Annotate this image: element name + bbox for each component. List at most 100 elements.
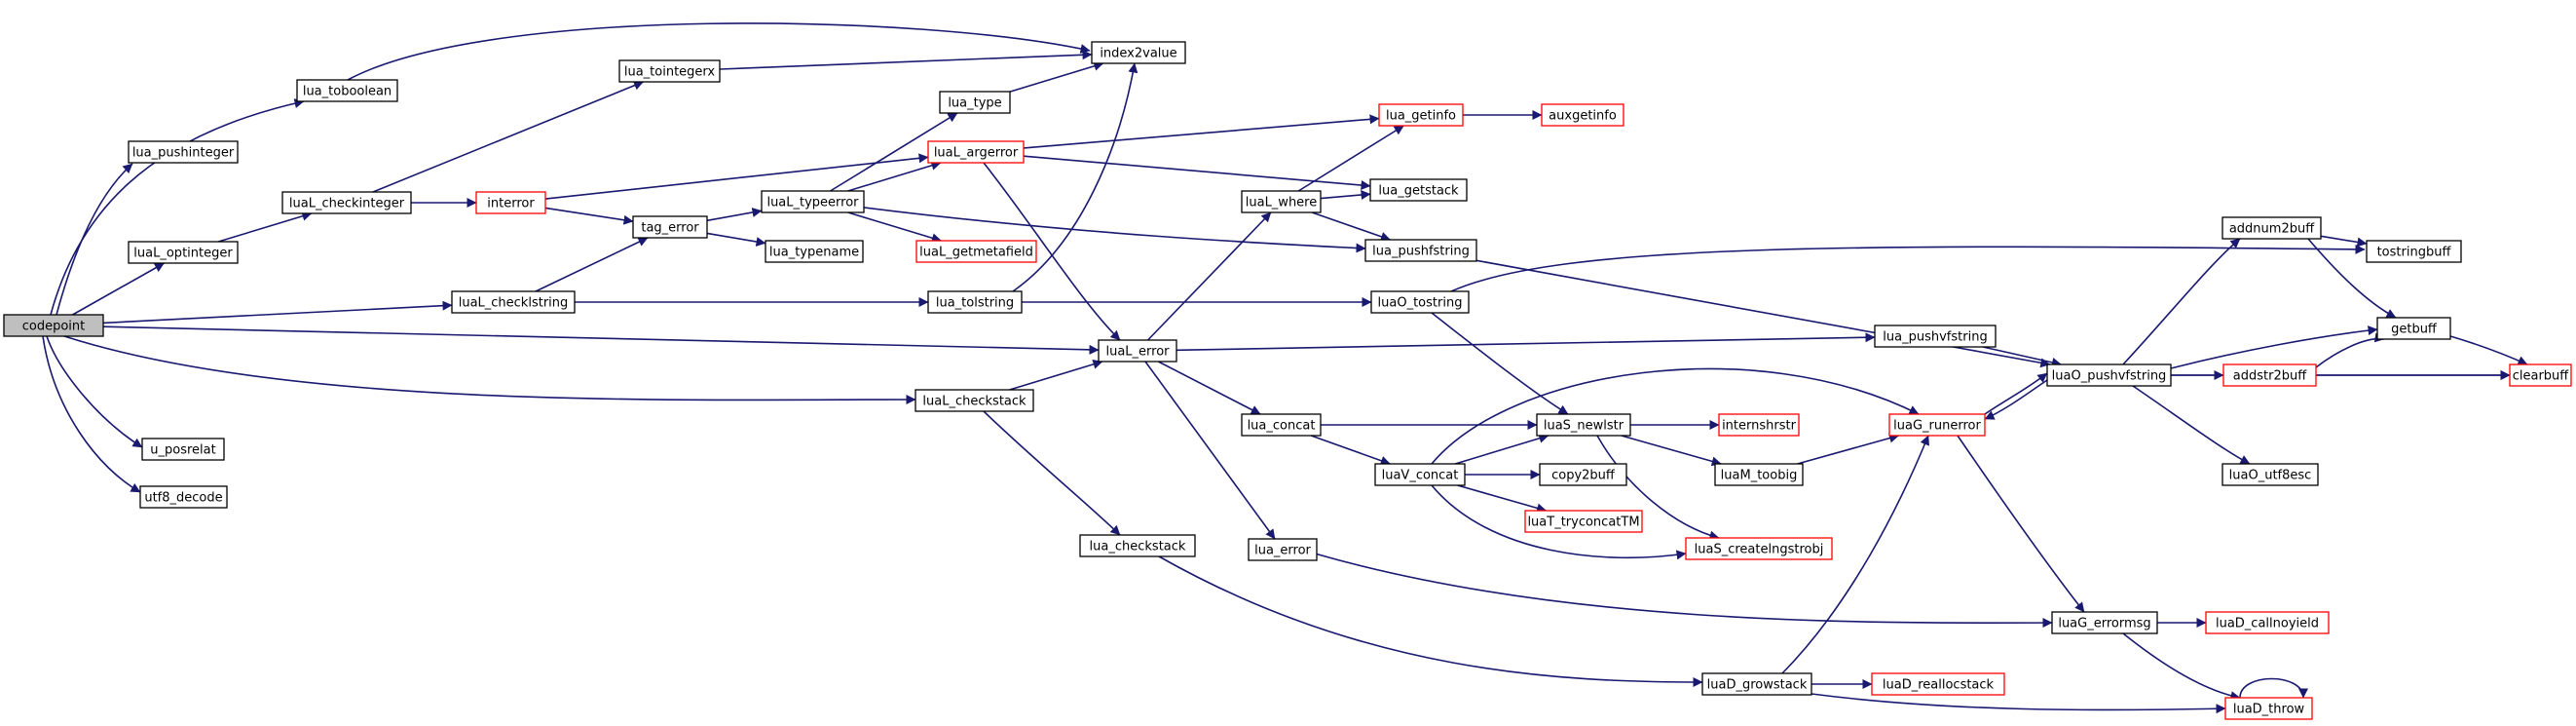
node-box <box>2221 216 2322 240</box>
edge-luaL_typeerror-to-lua_type <box>830 112 958 192</box>
edge-luaL_argerror-to-luaL_error <box>983 162 1121 341</box>
node-u_posrelat[interactable]: u_posrelat <box>141 438 225 461</box>
node-addnum2buff[interactable]: addnum2buff <box>2221 216 2322 240</box>
node-box <box>281 191 412 214</box>
node-luaD_callnoyield[interactable]: luaD_callnoyield <box>2205 611 2330 634</box>
node-box <box>1536 413 1631 437</box>
edge-codepoint-to-luaL_checkstack <box>63 335 916 405</box>
edge-codepoint-to-lua_toboolean <box>50 98 305 316</box>
node-label: lua_checkstack <box>1090 540 1186 554</box>
edge-lua_type-to-index2value <box>1009 60 1104 93</box>
edge-luaL_error-to-lua_pushvfstring <box>1176 332 1876 352</box>
node-lua_toboolean[interactable]: lua_toboolean <box>296 79 398 102</box>
node-box <box>451 290 576 314</box>
edge-luaL_typeerror-to-luaL_argerror <box>847 160 942 192</box>
node-lua_pushinteger[interactable]: lua_pushinteger <box>128 140 239 164</box>
node-luaD_reallocstack[interactable]: luaD_reallocstack <box>1871 672 2005 696</box>
node-clearbuff[interactable]: clearbuff <box>2509 363 2572 387</box>
node-luaV_concat[interactable]: luaV_concat <box>1374 463 1466 486</box>
node-luaL_where[interactable]: luaL_where <box>1241 190 1322 213</box>
edge-luaG_runerror-to-luaG_errormsg <box>1957 435 2085 613</box>
edge-luaO_pushvfstring-to-luaO_utf8esc <box>2132 385 2251 465</box>
node-luaL_error[interactable]: luaL_error <box>1098 339 1177 363</box>
node-box <box>139 485 228 509</box>
node-lua_error[interactable]: lua_error <box>1248 538 1318 561</box>
edge-codepoint-to-luaL_checklstring <box>102 300 453 325</box>
node-luaD_throw[interactable]: luaD_throw <box>2224 697 2313 720</box>
edge-tag_error-to-luaL_typeerror <box>706 208 763 222</box>
edges-layer <box>42 22 2528 714</box>
node-box <box>1091 41 1186 64</box>
node-index2value[interactable]: index2value <box>1091 41 1186 64</box>
node-lua_tolstring[interactable]: lua_tolstring <box>927 290 1023 314</box>
node-getbuff[interactable]: getbuff <box>2376 317 2451 340</box>
edge-luaD_growstack-to-luaD_throw <box>1811 693 2226 714</box>
node-luaL_checkstack[interactable]: luaL_checkstack <box>915 389 1034 412</box>
edge-luaV_concat-to-luaG_runerror <box>1431 367 1920 465</box>
node-internshrstr[interactable]: internshrstr <box>1718 413 1800 437</box>
node-lua_checkstack[interactable]: lua_checkstack <box>1079 534 1196 557</box>
node-lua_pushvfstring[interactable]: lua_pushvfstring <box>1874 325 1997 348</box>
node-box <box>1374 463 1466 486</box>
node-label: lua_tolstring <box>936 296 1014 311</box>
node-label: luaL_argerror <box>934 146 1019 161</box>
node-label: luaD_callnoyield <box>2216 617 2319 631</box>
node-box <box>1524 510 1643 533</box>
node-luaO_pushvfstring[interactable]: luaO_pushvfstring <box>2046 363 2172 387</box>
edge-luaD_throw-to-luaD_throw <box>2239 677 2308 699</box>
node-interror[interactable]: interror <box>475 191 546 214</box>
edge-lua_tolstring-to-index2value <box>1012 62 1139 292</box>
node-tostringbuff[interactable]: tostringbuff <box>2366 240 2462 263</box>
edge-codepoint-to-utf8_decode <box>42 335 141 493</box>
edge-luaG_runerror-to-luaO_pushvfstring <box>1984 372 2048 415</box>
edge-addstr2buff-to-getbuff <box>2315 332 2385 368</box>
node-auxgetinfo[interactable]: auxgetinfo <box>1541 103 1624 127</box>
edge-luaG_errormsg-to-luaD_throw <box>2122 632 2241 702</box>
node-lua_getstack[interactable]: lua_getstack <box>1369 178 1468 202</box>
node-box <box>128 140 239 164</box>
node-luaG_errormsg[interactable]: luaG_errormsg <box>2051 611 2158 634</box>
node-tag_error[interactable]: tag_error <box>632 215 708 239</box>
node-label: lua_pushvfstring <box>1883 330 1987 345</box>
node-box <box>1701 672 1812 696</box>
edge-lua_error-to-luaG_errormsg <box>1314 553 2053 629</box>
node-luaM_toobig[interactable]: luaM_toobig <box>1714 463 1804 486</box>
edge-addnum2buff-to-tostringbuff <box>2320 235 2368 248</box>
node-lua_tointegerx[interactable]: lua_tointegerx <box>618 59 721 83</box>
edge-lua_toboolean-to-index2value <box>347 22 1091 81</box>
node-box <box>1871 672 2005 696</box>
node-luaG_runerror[interactable]: luaG_runerror <box>1888 413 1986 437</box>
node-label: luaG_runerror <box>1893 419 1981 434</box>
node-luaL_typeerror[interactable]: luaL_typeerror <box>761 190 865 213</box>
node-luaL_checkinteger[interactable]: luaL_checkinteger <box>281 191 412 214</box>
node-lua_type[interactable]: lua_type <box>939 91 1011 114</box>
node-box <box>1370 290 1470 314</box>
node-lua_typename[interactable]: lua_typename <box>765 240 864 263</box>
edge-lua_pushfstring-to-luaO_pushvfstring <box>1475 259 2051 368</box>
node-luaO_utf8esc[interactable]: luaO_utf8esc <box>2221 463 2319 486</box>
node-box <box>765 240 864 263</box>
edge-luaL_checkstack-to-lua_checkstack <box>983 410 1121 536</box>
node-box <box>2051 611 2158 634</box>
node-luaO_tostring[interactable]: luaO_tostring <box>1370 290 1470 314</box>
node-luaT_tryconcatTM[interactable]: luaT_tryconcatTM <box>1524 510 1643 533</box>
node-luaL_getmetafield[interactable]: luaL_getmetafield <box>915 240 1037 263</box>
node-addstr2buff[interactable]: addstr2buff <box>2222 363 2317 387</box>
node-luaS_newlstr[interactable]: luaS_newlstr <box>1536 413 1631 437</box>
node-luaL_optinteger[interactable]: luaL_optinteger <box>128 241 239 264</box>
edge-lua_checkstack-to-luaD_growstack <box>1158 555 1703 687</box>
node-lua_pushfstring[interactable]: lua_pushfstring <box>1364 239 1477 262</box>
node-luaL_checklstring[interactable]: luaL_checklstring <box>451 290 576 314</box>
node-label: luaT_tryconcatTM <box>1527 516 1639 530</box>
edge-luaV_concat-to-luaS_createlngstrobj <box>1431 484 1687 560</box>
node-luaL_argerror[interactable]: luaL_argerror <box>927 140 1025 164</box>
node-copy2buff[interactable]: copy2buff <box>1539 463 1627 486</box>
node-codepoint[interactable]: codepoint <box>3 314 104 337</box>
node-utf8_decode[interactable]: utf8_decode <box>139 485 228 509</box>
node-luaD_growstack[interactable]: luaD_growstack <box>1701 672 1812 696</box>
node-luaS_createlngstrobj[interactable]: luaS_createlngstrobj <box>1685 537 1833 560</box>
node-box <box>1718 413 1800 437</box>
edge-luaV_concat-to-luaT_tryconcatTM <box>1457 484 1547 514</box>
node-lua_getinfo[interactable]: lua_getinfo <box>1378 103 1464 127</box>
node-lua_concat[interactable]: lua_concat <box>1241 413 1322 437</box>
